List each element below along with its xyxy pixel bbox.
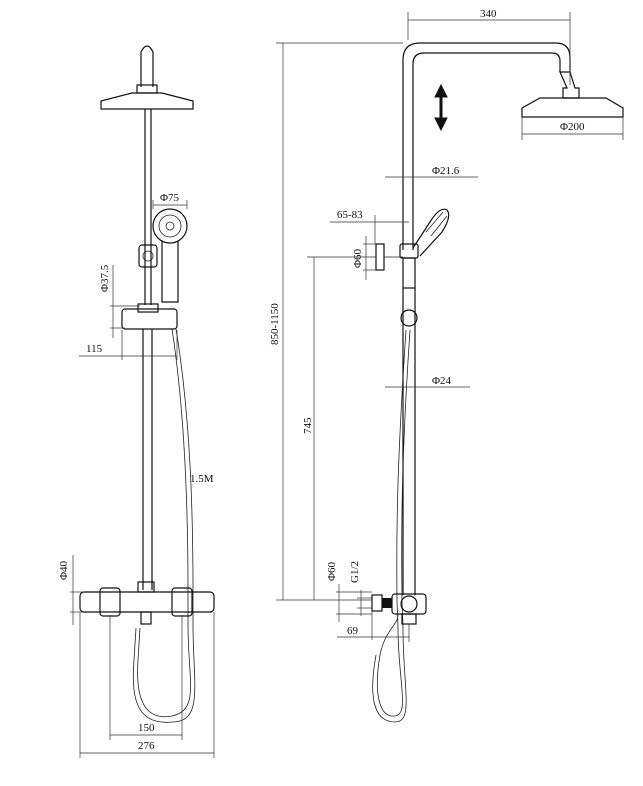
holder-diameter-label: Φ60: [352, 248, 364, 268]
valve-diameter-label: Φ40: [58, 560, 70, 580]
holder-mount-detail: [375, 243, 403, 271]
bracket-size-label: Φ37.5: [99, 264, 111, 292]
eccentric-spacing-label: 150: [138, 722, 155, 734]
thread-label: G1/2: [349, 561, 361, 583]
slide-bracket: [121, 303, 178, 330]
pipe-diameter-label: Φ21.6: [432, 165, 460, 177]
hand-shower-diameter-label: Φ75: [160, 192, 180, 204]
hand-shower-side: [412, 208, 450, 257]
rain-shower-head-side: [521, 97, 624, 118]
lower-pipe-diameter-label: Φ24: [432, 375, 452, 387]
valve-width-label: 276: [138, 740, 155, 752]
height-adjust-arrow-icon: [434, 83, 448, 132]
front-view: Φ75 Φ37.5 115 1.5M Φ40 150 276: [58, 45, 215, 758]
thermostatic-valve-side: [371, 593, 427, 625]
holder-range-label: 65-83: [337, 209, 363, 221]
thermostat-height-label: 745: [302, 417, 314, 434]
total-height-label: 850-1150: [269, 303, 281, 345]
rail-length-label: 340: [480, 8, 497, 20]
rain-shower-head-front: [100, 92, 194, 110]
hose-length-label: 1.5M: [190, 473, 214, 485]
outlet-diameter-label: Φ60: [326, 561, 338, 581]
hand-shower-front: [152, 208, 188, 303]
thermostatic-valve-front: [79, 581, 215, 625]
head-diameter-label: Φ200: [560, 121, 585, 133]
valve-projection-label: 69: [347, 625, 359, 637]
holder-clamp-side: [399, 243, 419, 327]
side-view: 340 Φ200 Φ21.6 65-83 Φ60 850-1150 Φ24: [269, 8, 624, 723]
bracket-projection-label: 115: [86, 343, 103, 355]
